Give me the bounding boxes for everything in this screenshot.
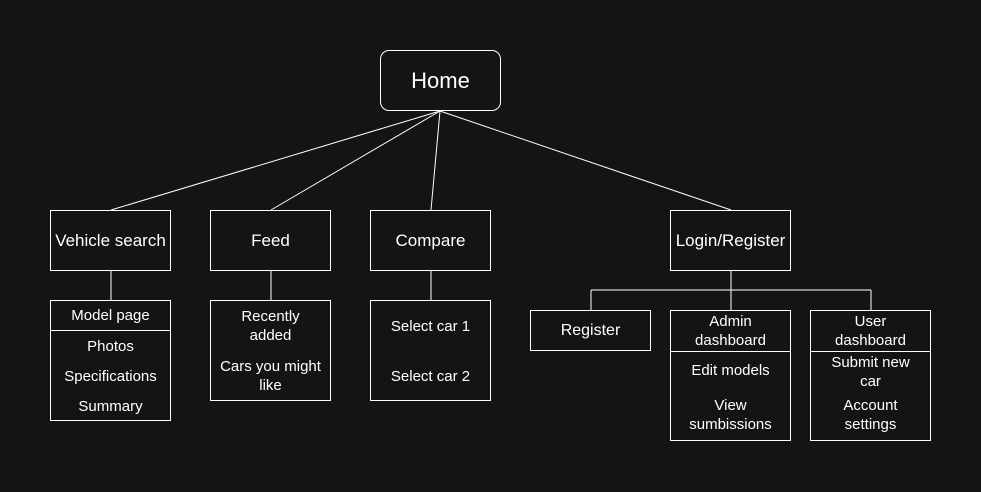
summary-item: Summary (78, 398, 143, 415)
register-label: Register (560, 322, 621, 339)
connector-home-compare (430, 110, 441, 211)
login-register-node: Login/Register (670, 210, 791, 271)
admin-dashboard-header: Admin dashboard (671, 311, 790, 352)
select-car-2-item: Select car 2 (390, 368, 471, 385)
account-settings-item: Account settings (843, 397, 898, 433)
admin-dashboard-node: Admin dashboard Edit models View sumbiss… (670, 310, 791, 441)
feed-items-node: Recently added Cars you might like (210, 300, 331, 401)
feed-label: Feed (251, 231, 290, 250)
user-dashboard-node: User dashboard Submit new car Account se… (810, 310, 931, 441)
login-register-label: Login/Register (675, 231, 786, 250)
home-node: Home (380, 50, 501, 111)
model-page-label: Model page (71, 307, 150, 324)
model-page-node: Model page Photos Specifications Summary (50, 300, 171, 421)
admin-dashboard-label: Admin dashboard (695, 313, 766, 349)
edit-models-item: Edit models (691, 362, 770, 379)
connector-home-login (439, 110, 732, 211)
register-node: Register (530, 310, 651, 351)
compare-label: Compare (395, 231, 466, 250)
connector-home-feed (270, 110, 441, 211)
specifications-item: Specifications (64, 368, 157, 385)
home-label: Home (411, 68, 470, 93)
vehicle-search-node: Vehicle search (50, 210, 171, 271)
select-car-1-item: Select car 1 (390, 318, 471, 335)
user-dashboard-label: User dashboard (835, 313, 906, 349)
vehicle-search-label: Vehicle search (55, 231, 166, 250)
view-submissions-item: View sumbissions (689, 397, 772, 433)
compare-node: Compare (370, 210, 491, 271)
connector-home-vehicle-search (110, 110, 441, 211)
recently-added-item: Recently added (241, 308, 300, 344)
compare-items-node: Select car 1 Select car 2 (370, 300, 491, 401)
submit-new-car-item: Submit new car (831, 354, 910, 390)
cars-you-might-like-item: Cars you might like (220, 358, 321, 394)
user-dashboard-header: User dashboard (811, 311, 930, 352)
photos-item: Photos (87, 338, 134, 355)
feed-node: Feed (210, 210, 331, 271)
model-page-header: Model page (51, 301, 170, 331)
